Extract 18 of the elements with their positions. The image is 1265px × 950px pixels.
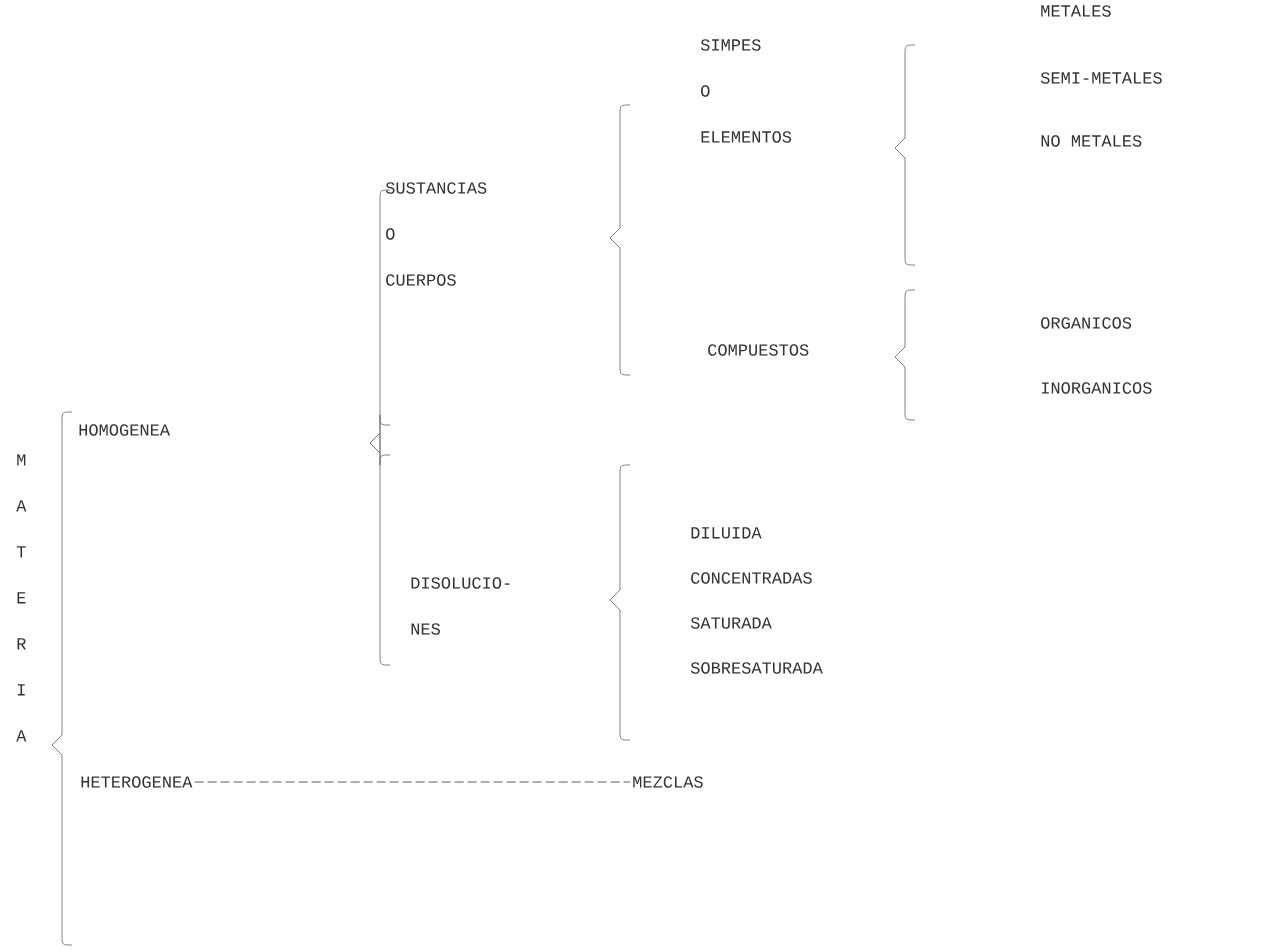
label-text: DILUIDA (691, 527, 762, 539)
label-text: SIMPES O ELEMENTOS (700, 39, 792, 143)
label-text: SOBRESATURADA (690, 662, 823, 674)
label-text: CONCENTRADAS (691, 572, 812, 584)
label-text: DISOLUCIO- NES (411, 577, 510, 635)
label-text: SATURADA (690, 617, 772, 629)
node-text: HETEROGENEA (81, 776, 193, 788)
label-text: SUSTANCIAS O CUERPOS (385, 182, 487, 286)
dashed-line (194, 781, 631, 783)
label-text: COMPUESTOS (708, 344, 809, 356)
label-text: HOMOGENEA (79, 424, 170, 436)
label-text: SEMI-METALES (1040, 72, 1162, 84)
node-text: MEZCLAS (633, 776, 703, 788)
label-text: INORGANICOS (1041, 382, 1152, 394)
label-text: M A T E R I A (16, 454, 27, 742)
label-text: METALES (1041, 5, 1111, 17)
label-text: ORGANICOS (1041, 317, 1132, 329)
label-text: NO METALES (1041, 135, 1142, 147)
